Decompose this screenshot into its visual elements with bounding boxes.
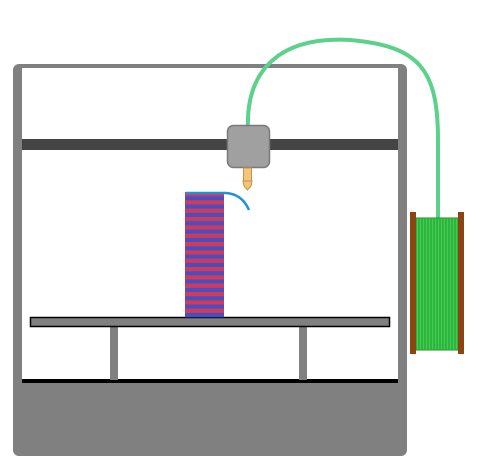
printed-layer	[185, 258, 224, 264]
nozzle-body	[243, 167, 252, 182]
printed-layer	[185, 229, 224, 234]
filament-tube	[245, 37, 440, 220]
printed-layer	[185, 275, 224, 280]
build-plate	[29, 316, 391, 328]
printed-layer	[185, 246, 224, 251]
printed-layer	[185, 242, 224, 247]
printed-layer	[185, 292, 224, 297]
printed-layer	[185, 279, 224, 284]
printed-layer	[185, 271, 224, 276]
printed-layer	[185, 267, 224, 272]
printed-layer	[185, 308, 224, 314]
gantry-rail	[22, 139, 398, 150]
printed-layer	[185, 217, 224, 222]
build-plate-leg-left	[110, 326, 118, 380]
print-head-body	[226, 124, 271, 169]
nozzle-tip	[242, 180, 253, 191]
spool-flange-right	[458, 212, 464, 354]
printed-layer	[185, 237, 224, 243]
filament-spool	[410, 212, 464, 354]
printed-object	[185, 192, 224, 318]
printed-layer	[185, 300, 224, 305]
printed-layer	[185, 296, 224, 301]
spool-windings	[418, 219, 456, 349]
printed-layer	[185, 221, 224, 226]
printed-layer	[185, 204, 224, 209]
printed-layer	[185, 250, 224, 255]
base-line	[22, 379, 398, 383]
printed-layer	[185, 287, 224, 293]
printed-layer	[185, 304, 224, 309]
build-plate-leg-right	[299, 326, 307, 380]
printed-layer	[185, 200, 224, 205]
extruded-filament	[186, 191, 251, 211]
printed-layer	[185, 283, 224, 289]
printed-layer	[185, 254, 224, 259]
spool-flange-left	[410, 212, 416, 354]
printed-layer	[185, 225, 224, 230]
print-head	[226, 124, 271, 191]
printed-layer	[185, 212, 224, 218]
printed-layer	[185, 312, 224, 318]
printed-layer	[185, 196, 224, 201]
printed-layer	[185, 208, 224, 214]
printed-layer	[185, 233, 224, 239]
printed-layer	[185, 262, 224, 268]
